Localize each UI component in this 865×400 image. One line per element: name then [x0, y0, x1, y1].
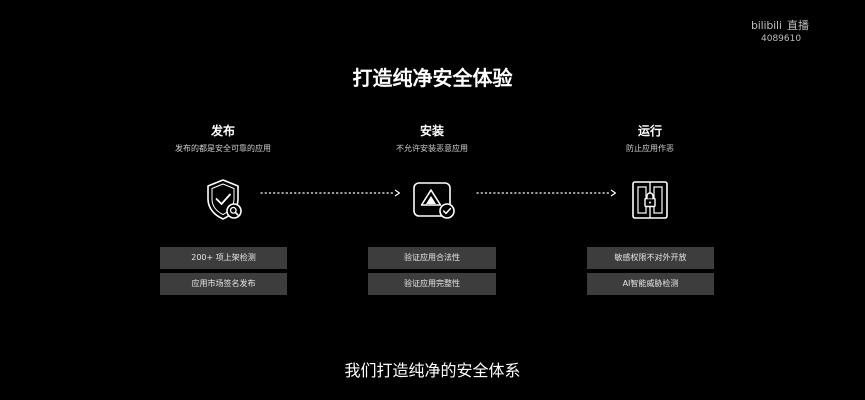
magnifier-handle [234, 211, 239, 216]
app-logo-outer [420, 189, 442, 206]
app-frame [413, 182, 451, 217]
arrow-head [394, 189, 401, 197]
shield-inner [211, 183, 235, 215]
app-logo-inner [426, 196, 436, 204]
app-verified-icon [413, 182, 455, 219]
magnifier-badge [226, 203, 242, 219]
room-id: 4089610 [761, 34, 802, 44]
shield-outer [207, 179, 239, 220]
stage-subtitle: 防止应用作恶 [626, 144, 674, 153]
lock-shackle [646, 192, 654, 199]
check-mark [215, 193, 231, 205]
stage-heading: 运行 [637, 124, 662, 138]
video-subtitle-caption: 我们打造纯净的安全体系 [344, 361, 521, 380]
sandbox-lock-icon [632, 181, 668, 219]
slide-title: 打造纯净安全体验 [352, 66, 513, 90]
dotted-arrow-right-icon [260, 189, 401, 197]
stage-subtitle: 发布的都是安全可靠的应用 [175, 144, 271, 153]
bilibili-live-watermark: bilibili 直播 4089610 [750, 19, 816, 49]
verified-badge [439, 203, 455, 219]
stage-publish: 发布 发布的都是安全可靠的应用 200+ 项上架检测 应用市场签名发布 [138, 120, 308, 300]
lock-keyhole [649, 201, 651, 204]
feature-item: 200+ 项上架检测 [160, 247, 287, 269]
shield-check-search-icon [207, 179, 242, 220]
stage-heading: 安装 [419, 124, 444, 138]
stage-subtitle: 不允许安装恶意应用 [396, 144, 468, 153]
feature-item: 验证应用完整性 [368, 273, 496, 295]
feature-item: 应用市场签名发布 [160, 273, 287, 295]
magnifier-lens [229, 206, 237, 214]
feature-item: 敏感权限不对外开放 [587, 247, 714, 269]
stage-run: 运行 防止应用作恶 敏感权限不对外开放 AI智能威胁检测 [565, 120, 735, 300]
stage-heading: 发布 [210, 124, 235, 138]
stage-install: 安装 不允许安装恶意应用 验证应用合法性 验证应用完整性 [347, 120, 517, 300]
dotted-arrow-right-icon [476, 189, 617, 197]
feature-item: AI智能威胁检测 [587, 273, 714, 295]
arrow-head [610, 189, 617, 197]
bilibili-logo: bilibili [751, 19, 782, 32]
verified-check [442, 207, 452, 215]
live-label: 直播 [787, 19, 809, 32]
feature-item: 验证应用合法性 [368, 247, 496, 269]
